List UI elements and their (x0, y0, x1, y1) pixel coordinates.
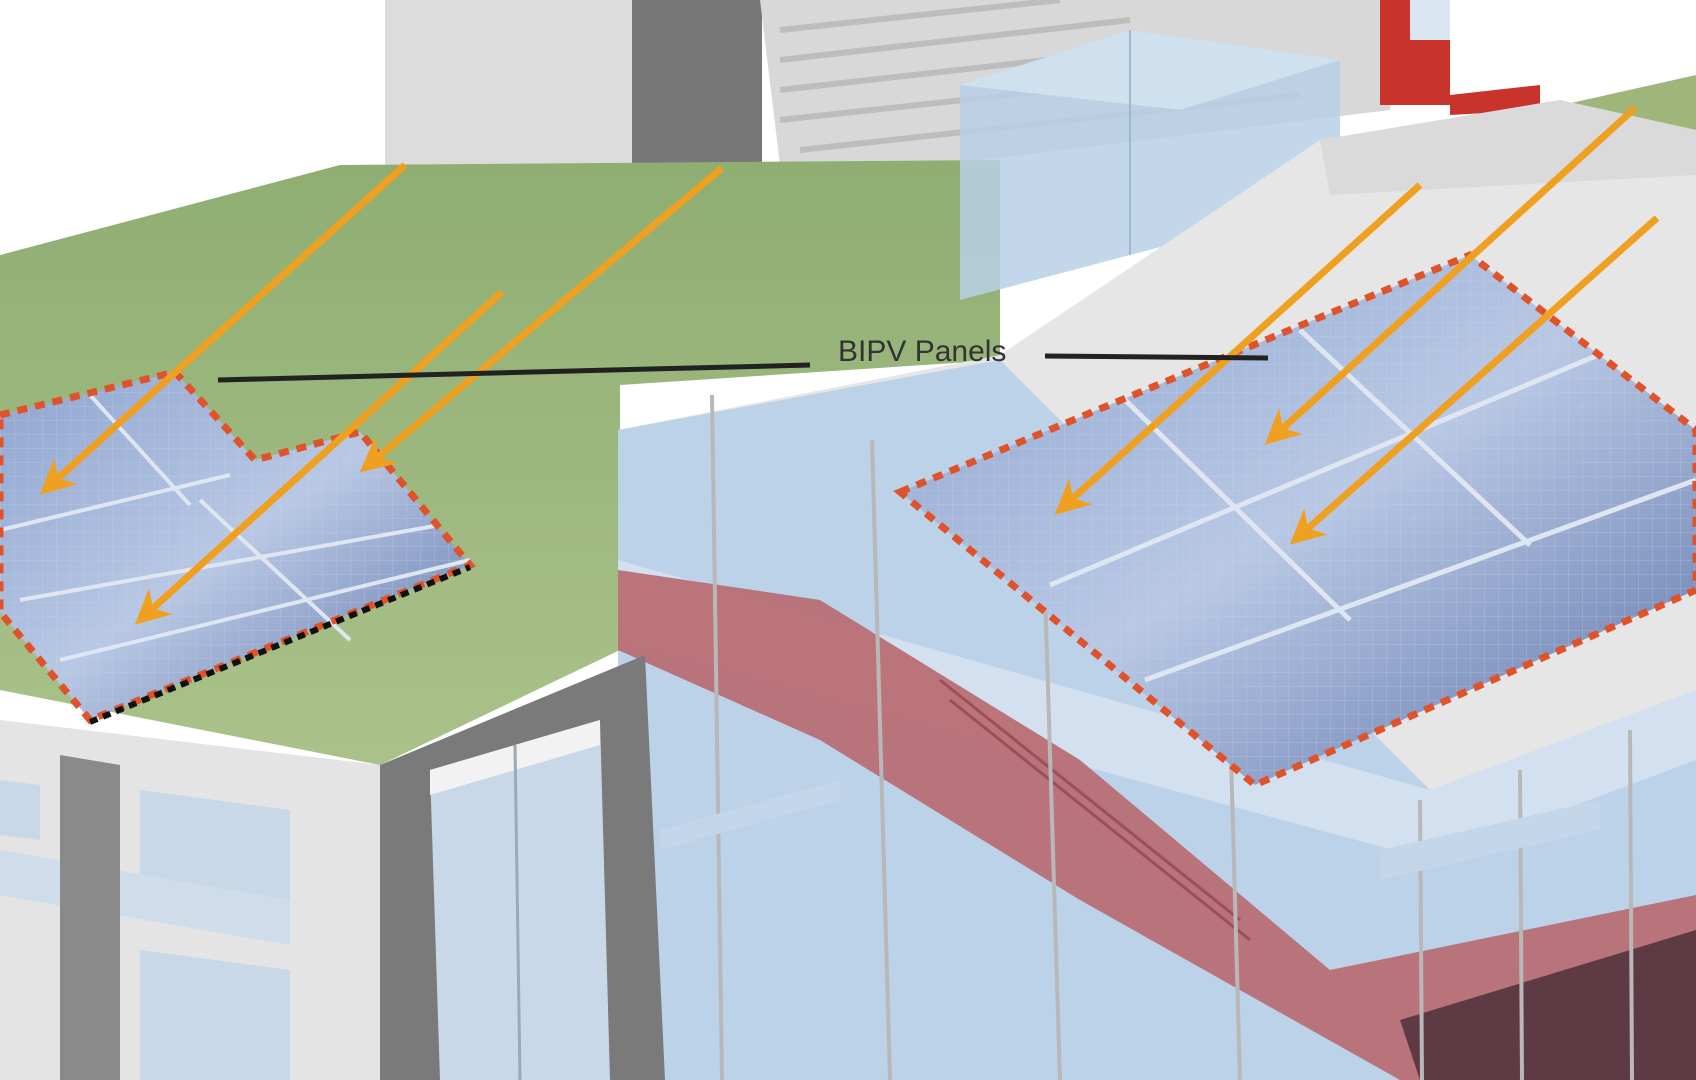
facade-columns (710, 394, 1634, 1080)
arrow-icon (359, 165, 725, 473)
left-building (0, 655, 665, 1080)
panel-outline-right (893, 250, 1696, 790)
arrow-icon (39, 162, 408, 495)
panel-outline-left (0, 368, 476, 725)
leader-line-right (1044, 353, 1269, 361)
arrow-icon (1264, 105, 1638, 445)
callout-leaders (217, 353, 1269, 383)
sun-rays (39, 105, 1660, 625)
arrow-icon (1054, 182, 1423, 515)
inner-slabs (660, 780, 1600, 880)
bipv-panels-label: BIPV Panels (838, 335, 1007, 368)
leader-line-left (217, 362, 811, 383)
arrow-icon (1289, 215, 1660, 545)
bipv-panels-left (0, 368, 476, 725)
glass-box (960, 30, 1340, 300)
red-stair-band (618, 570, 1696, 1080)
arrow-icon (134, 289, 505, 625)
